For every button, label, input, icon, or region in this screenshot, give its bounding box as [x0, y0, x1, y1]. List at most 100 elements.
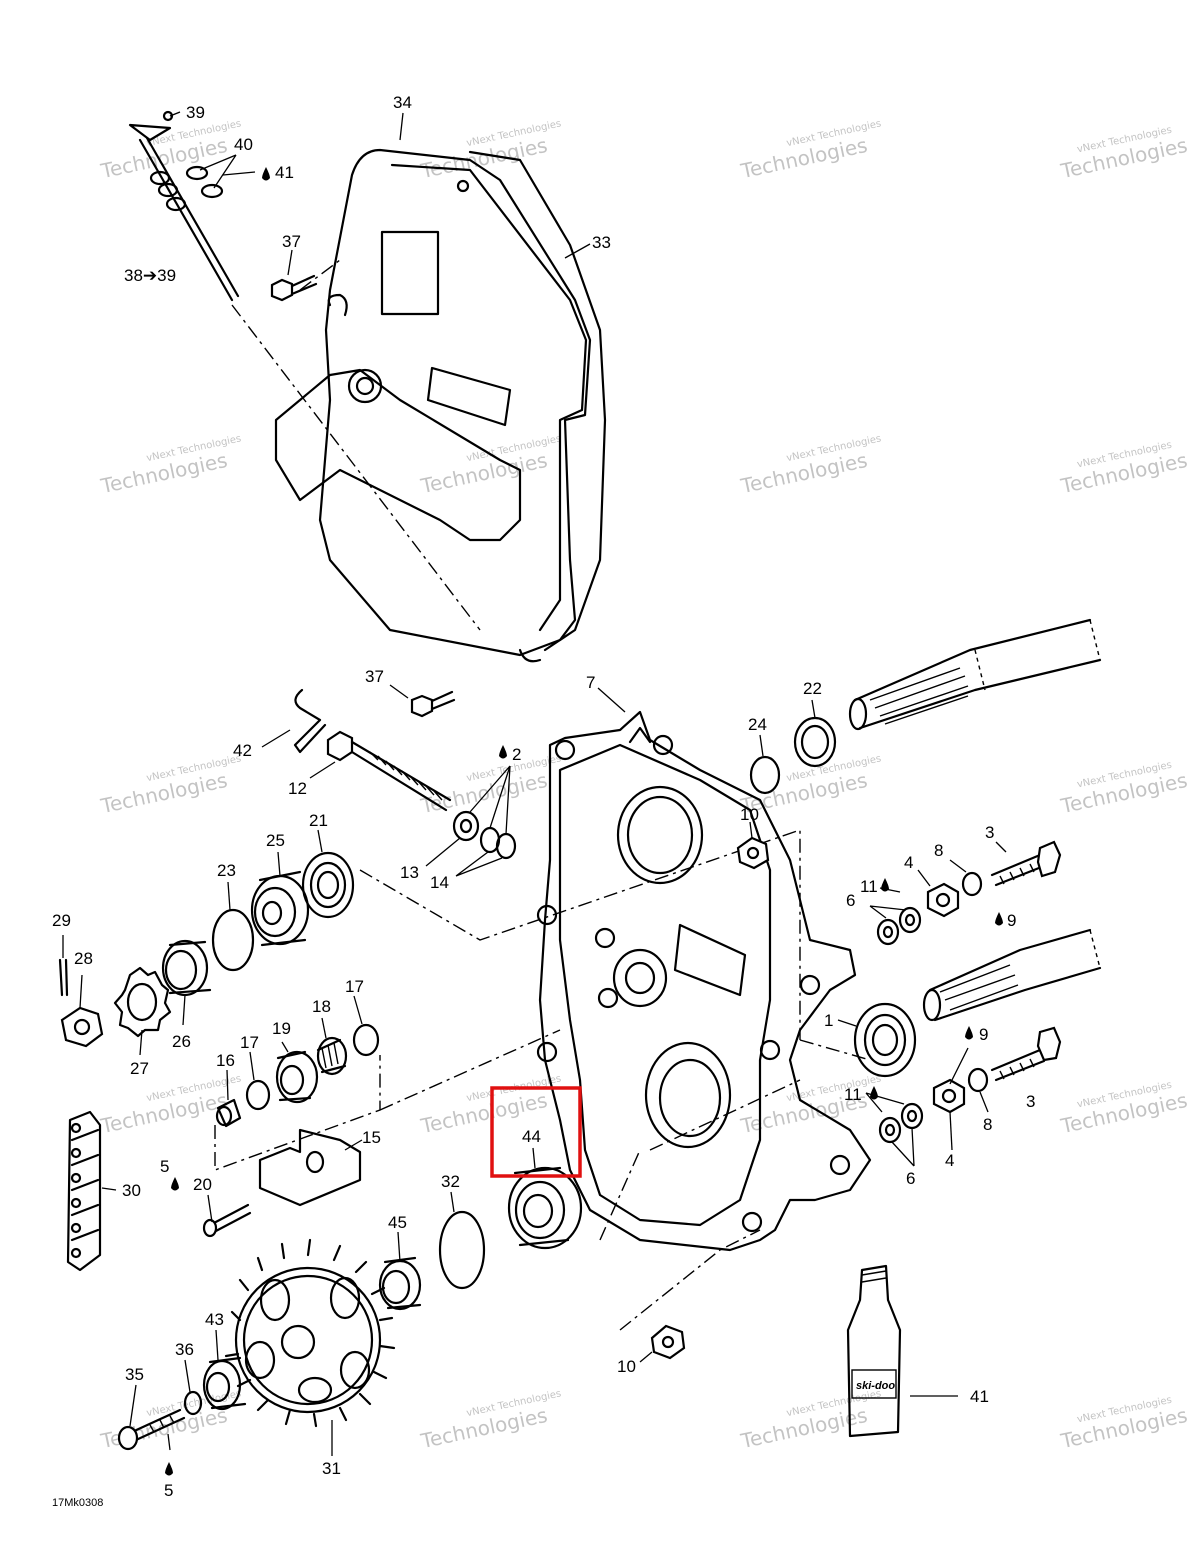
oil-drop-icon	[165, 1462, 173, 1476]
watermark: vNext Technologies Technologies	[98, 118, 242, 183]
bolt-35	[117, 1408, 186, 1451]
callout: 11	[844, 1085, 862, 1104]
oil-drop-icon	[965, 1026, 973, 1040]
bolt-37-upper	[270, 274, 318, 302]
callout: 10	[740, 805, 759, 824]
watermark: vNext Technologies Technologies	[1058, 1395, 1190, 1454]
callout: 34	[393, 93, 412, 112]
callout-44: 44	[522, 1127, 541, 1146]
circlip-23	[211, 908, 255, 972]
spacer-16	[215, 1098, 242, 1128]
bolt-37-lower	[410, 690, 456, 718]
callout: 5	[160, 1157, 169, 1176]
bearing-44[interactable]	[507, 1166, 583, 1250]
watermark: vNext Technologies Technologies	[98, 753, 242, 818]
callout: 41	[970, 1387, 989, 1406]
bearing-43	[202, 1356, 247, 1411]
seal-21	[301, 851, 355, 919]
callout: 18	[312, 997, 331, 1016]
diagram-code: 17Mk0308	[52, 1497, 103, 1509]
cotter-pin-29	[58, 958, 69, 997]
callout: 8	[934, 841, 943, 860]
callout: 9	[1007, 911, 1016, 930]
watermark: vNext Technologies Technologies	[1058, 440, 1190, 499]
chaincase-housing	[536, 710, 872, 1252]
callout: 35	[125, 1365, 144, 1384]
callout: 4	[904, 853, 913, 872]
callout: 39	[186, 103, 205, 122]
callout: 25	[266, 831, 285, 850]
watermark: vNext Technologies Technologies	[1058, 1080, 1190, 1139]
callout: 20	[193, 1175, 212, 1194]
callout: 24	[748, 715, 767, 734]
chain-30	[66, 1110, 102, 1272]
callout: 28	[74, 949, 93, 968]
o-ring-24	[749, 755, 781, 795]
leader-lines	[62, 111, 1007, 1456]
callout: 23	[217, 861, 236, 880]
washer-17-right	[352, 1023, 380, 1057]
lubricant-bottle-41: ski-doo	[846, 1264, 902, 1438]
callout: 36	[175, 1340, 194, 1359]
callout: 17	[345, 977, 364, 996]
bearing-25	[250, 870, 310, 947]
callout: 6	[846, 891, 855, 910]
watermark: vNext Technologies Technologies	[738, 118, 882, 183]
lower-shaft	[853, 928, 1102, 1078]
callout: 41	[275, 163, 294, 182]
callout: 6	[906, 1169, 915, 1188]
watermark: vNext Technologies Technologies	[418, 1388, 562, 1453]
callout: 43	[205, 1310, 224, 1329]
callout: 1	[824, 1011, 833, 1030]
spacer-45	[378, 1256, 422, 1311]
bolt-20	[202, 1203, 252, 1238]
dipstick	[128, 110, 240, 302]
nut-4-lower	[932, 1078, 966, 1114]
watermark: vNext Technologies Technologies	[98, 433, 242, 498]
callout: 33	[592, 233, 611, 252]
callout: 38➔39	[124, 266, 176, 285]
cover-label-panel	[380, 230, 440, 316]
washer-8-upper	[961, 871, 983, 897]
callout: 9	[979, 1025, 988, 1044]
oil-drop-icon	[995, 912, 1003, 926]
slider-15	[258, 1128, 362, 1207]
watermark: vNext Technologies Technologies	[738, 433, 882, 498]
sprocket-27	[113, 966, 172, 1038]
callout: 8	[983, 1115, 992, 1134]
bolt-3-upper	[990, 840, 1062, 887]
callout: 5	[164, 1481, 173, 1500]
sprocket-31	[224, 1238, 396, 1428]
washer-36	[183, 1390, 203, 1416]
callout: 14	[430, 873, 449, 892]
nut-28	[60, 1006, 104, 1048]
bolt-3-lower	[990, 1026, 1062, 1082]
callout: 37	[282, 232, 301, 251]
needle-bearing-18	[316, 1036, 348, 1076]
callout: 19	[272, 1019, 291, 1038]
bearing-26	[161, 939, 212, 997]
oil-drop-icon	[499, 745, 507, 759]
callout: 3	[1026, 1092, 1035, 1111]
bottle-label: ski-doo	[856, 1380, 895, 1392]
oil-drop-icon	[171, 1177, 179, 1191]
callout: 13	[400, 863, 419, 882]
callout: 31	[322, 1459, 341, 1478]
washers-13-14-2	[452, 810, 517, 860]
oil-drop-icon	[881, 878, 889, 892]
oil-drop-icon	[870, 1086, 878, 1100]
watermarks: vNext Technologies Technologies vNext Te…	[98, 118, 1190, 1454]
callout: 2	[512, 745, 521, 764]
oil-drop-icon	[262, 167, 270, 181]
watermark: vNext Technologies Technologies	[1058, 125, 1190, 184]
callout: 11	[860, 877, 878, 896]
callout: 12	[288, 779, 307, 798]
callout: 7	[586, 673, 595, 692]
o-rings-40	[185, 165, 224, 199]
callout: 26	[172, 1032, 191, 1051]
callout: 40	[234, 135, 253, 154]
callout: 32	[441, 1172, 460, 1191]
washer-17-left	[245, 1079, 271, 1111]
callout: 37	[365, 667, 384, 686]
